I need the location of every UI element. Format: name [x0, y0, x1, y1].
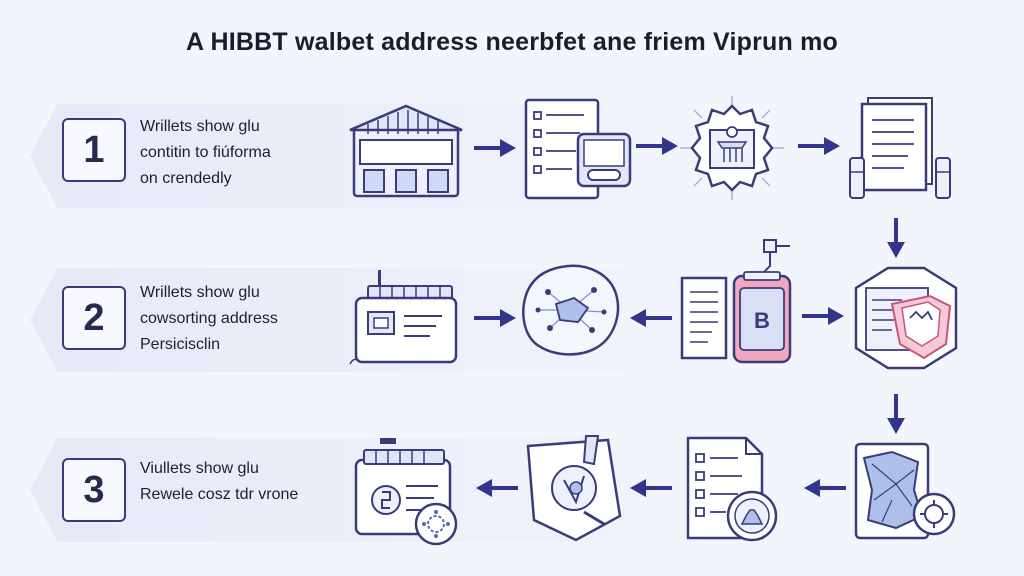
arrow-right-icon — [474, 309, 516, 327]
step-3-line-2: Rewele cosz tdr vrone — [140, 486, 299, 503]
arrow-right-icon — [636, 137, 678, 155]
step-description-2: Wrillets show glu cowsorting address Per… — [140, 280, 340, 358]
step-description-3: Viullets show glu Rewele cosz tdr vrone — [140, 456, 340, 508]
step-2-line-1: Wrillets show glu — [140, 284, 260, 301]
tag-certificate-icon — [526, 435, 622, 542]
step-3-line-1: Viullets show glu — [140, 460, 259, 477]
paper-stack-icon — [849, 97, 951, 199]
crumpled-paper-icon — [854, 442, 956, 540]
step-1-line-2: contitin to fiúforma — [140, 144, 271, 161]
bitcoin-symbol: B — [754, 308, 770, 333]
bitcoin-device-icon: B — [680, 239, 792, 364]
arrow-left-icon — [804, 479, 846, 497]
arrow-down-icon — [887, 394, 905, 434]
document-phone-icon — [524, 98, 632, 200]
shield-document-icon — [854, 266, 958, 370]
arrow-left-icon — [630, 309, 672, 327]
step-number-1: 1 — [62, 118, 126, 182]
checklist-stamp-icon — [686, 436, 778, 542]
step-1-line-1: Wrillets show glu — [140, 118, 260, 135]
arrow-left-icon — [476, 479, 518, 497]
page-title: A HIBBT walbet address neerbfet ane frie… — [185, 28, 838, 56]
step-number-2: 2 — [62, 286, 126, 350]
seal-badge-icon — [680, 96, 784, 200]
arrow-right-icon — [474, 139, 516, 157]
step-1-line-3: on crendedly — [140, 170, 232, 187]
arrow-right-icon — [802, 307, 844, 325]
arrow-down-icon — [887, 218, 905, 258]
step-2-line-3: Persicisclin — [140, 336, 221, 353]
arrow-right-icon — [798, 137, 840, 155]
receipt-crypto-icon — [354, 438, 458, 546]
arrow-left-icon — [630, 479, 672, 497]
bank-building-icon — [349, 104, 463, 198]
step-2-line-2: cowsorting address — [140, 310, 278, 327]
wallet-card-icon — [349, 270, 458, 365]
step-description-1: Wrillets show glu contitin to fiúforma o… — [140, 114, 340, 192]
network-blob-icon — [522, 264, 620, 356]
step-number-3: 3 — [62, 458, 126, 522]
